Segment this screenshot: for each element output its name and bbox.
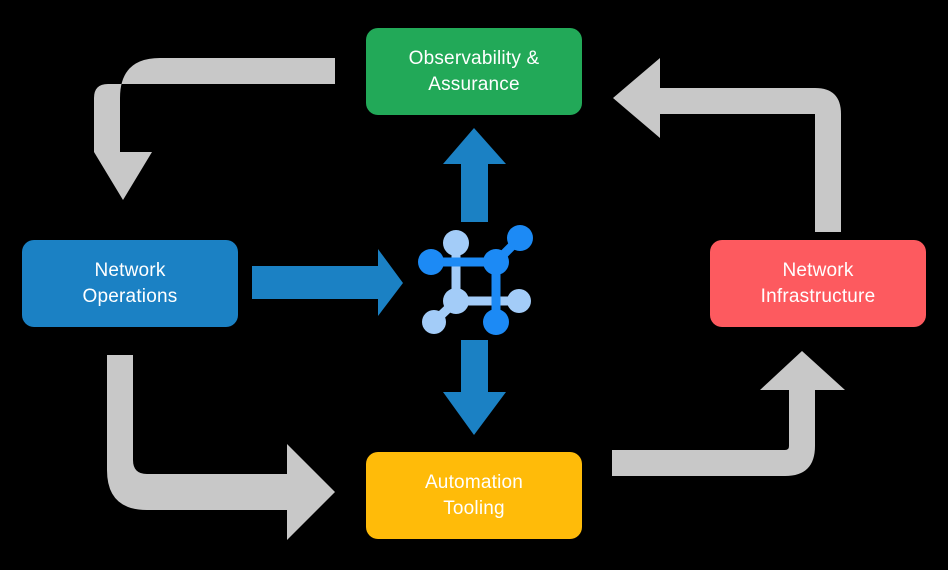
arrow-infrastructure-to-observability bbox=[613, 58, 841, 232]
topology-node-top-right bbox=[507, 225, 533, 251]
topology-node-center-hub bbox=[483, 249, 509, 275]
node-network-infrastructure-label-line2: Infrastructure bbox=[761, 286, 876, 307]
topology-node-left bbox=[418, 249, 444, 275]
arrow-operations-to-automation bbox=[107, 355, 335, 540]
node-automation-tooling[interactable]: Automation Tooling bbox=[366, 452, 582, 539]
arrow-operations-to-center bbox=[252, 249, 403, 316]
node-network-infrastructure-label-line1: Network bbox=[782, 260, 853, 281]
node-network-operations-background bbox=[22, 240, 238, 327]
node-observability-background bbox=[366, 28, 582, 115]
topology-node-right-mid bbox=[507, 289, 531, 313]
node-automation-tooling-label-line2: Tooling bbox=[443, 498, 505, 519]
topology-node-bottom-left-leaf bbox=[422, 310, 446, 334]
node-observability-label-line1: Observability & bbox=[409, 48, 540, 69]
node-observability-assurance[interactable]: Observability & Assurance bbox=[366, 28, 582, 115]
arrow-automation-to-infrastructure bbox=[612, 351, 845, 476]
node-network-operations-label-line2: Operations bbox=[83, 286, 178, 307]
arrow-center-to-automation bbox=[443, 340, 506, 435]
network-topology-icon bbox=[418, 225, 533, 335]
node-observability-label-line2: Assurance bbox=[428, 74, 520, 95]
arrow-observability-to-operations bbox=[94, 58, 335, 200]
topology-node-bottom-left-hub bbox=[443, 288, 469, 314]
node-automation-tooling-background bbox=[366, 452, 582, 539]
node-network-infrastructure-background bbox=[710, 240, 926, 327]
arrow-center-to-observability bbox=[443, 128, 506, 222]
node-network-infrastructure[interactable]: Network Infrastructure bbox=[710, 240, 926, 327]
node-network-operations-label-line1: Network bbox=[94, 260, 165, 281]
node-network-operations[interactable]: Network Operations bbox=[22, 240, 238, 327]
topology-node-top-left bbox=[443, 230, 469, 256]
node-automation-tooling-label-line1: Automation bbox=[425, 472, 523, 493]
topology-node-bottom bbox=[483, 309, 509, 335]
